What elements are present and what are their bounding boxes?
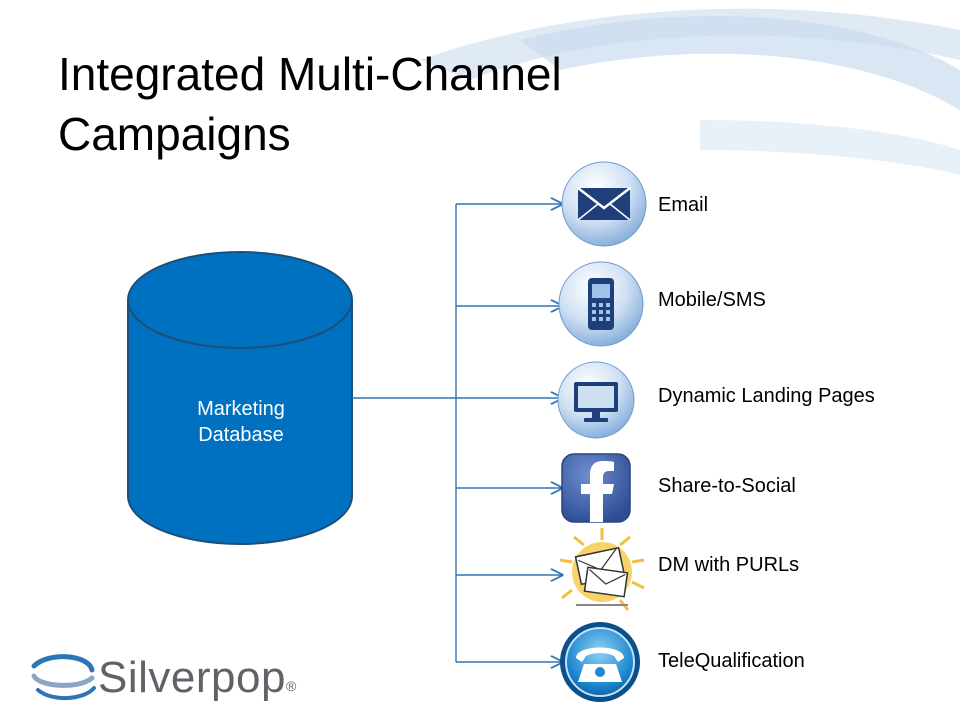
mobile-phone-icon (558, 261, 644, 347)
channel-label-mobile: Mobile/SMS (658, 289, 766, 311)
decorative-swoosh (420, 8, 960, 175)
channel-label-telequalification: TeleQualification (658, 650, 805, 672)
telephone-icon (560, 622, 640, 702)
database-label-line2: Database (198, 424, 284, 446)
database-label-line1: Marketing (197, 398, 285, 420)
database-label: Marketing Database (130, 396, 352, 448)
database-cylinder (127, 251, 353, 545)
channel-label-landing-pages: Dynamic Landing Pages (658, 385, 875, 407)
silverpop-logo: Silverpop® (98, 652, 297, 704)
slide-title: Integrated Multi-Channel Campaigns (58, 48, 562, 160)
silverpop-logo-mark (31, 654, 96, 701)
logo-wordmark: Silverpop (98, 653, 286, 702)
channel-label-social: Share-to-Social (658, 475, 796, 497)
envelope-icon (561, 161, 647, 247)
connector-lines (352, 204, 562, 662)
channel-label-email: Email (658, 194, 709, 216)
logo-registered-mark: ® (285, 678, 297, 694)
direct-mail-icon (559, 528, 645, 611)
channel-label-direct-mail: DM with PURLs (658, 554, 800, 576)
monitor-icon (557, 361, 635, 439)
facebook-icon (561, 453, 631, 523)
